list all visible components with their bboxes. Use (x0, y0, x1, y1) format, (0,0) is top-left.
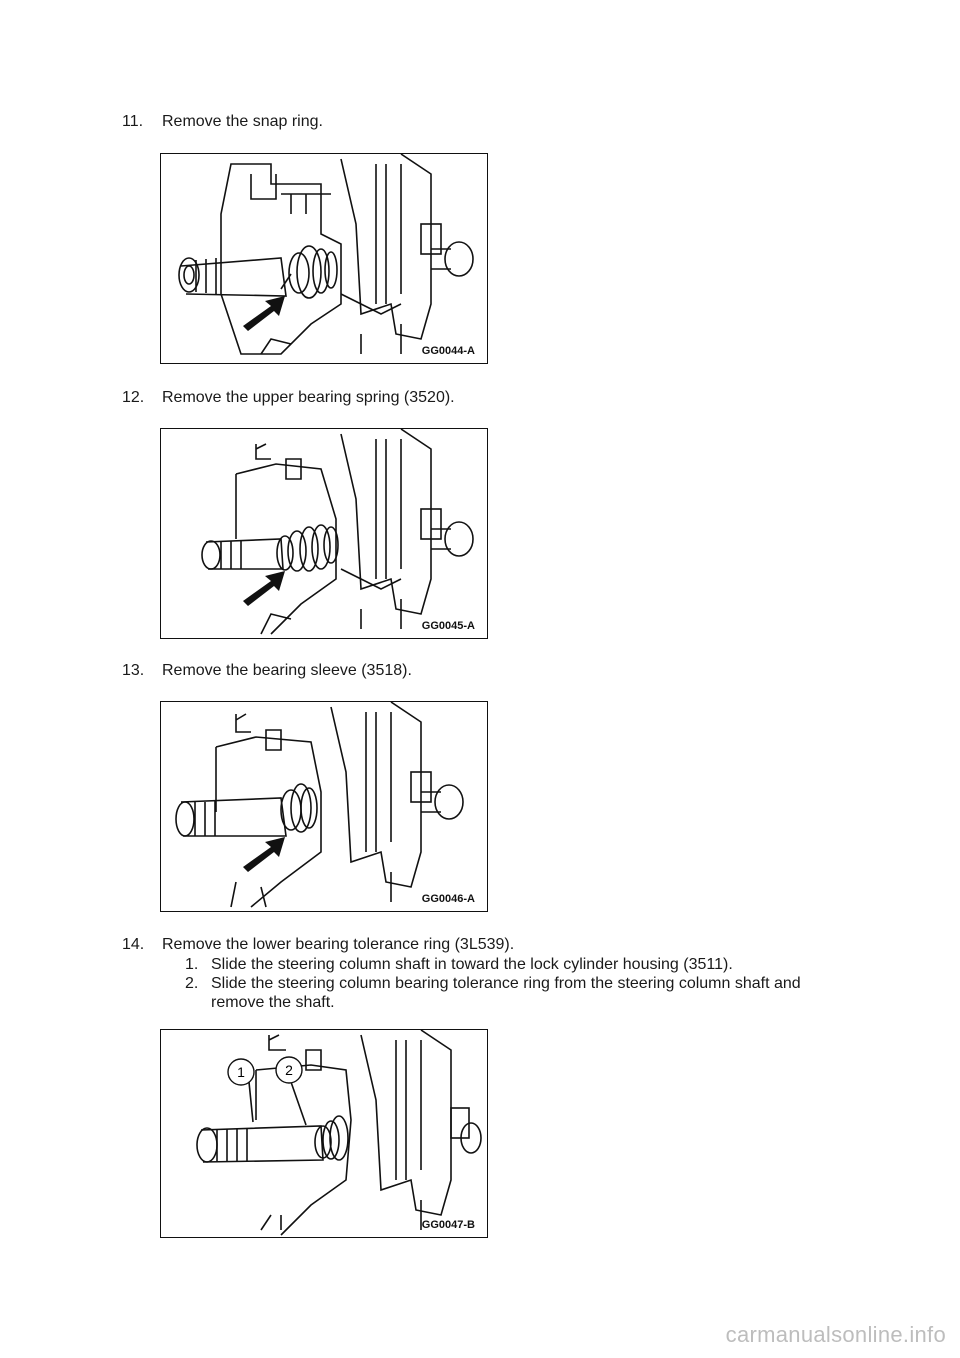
figure-upper-bearing-spring: GG0045-A (160, 428, 488, 639)
step-text: Remove the upper bearing spring (3520). (162, 389, 455, 406)
figure-snap-ring: GG0044-A (160, 153, 488, 364)
steering-column-illustration (201, 429, 474, 635)
step-text: Remove the bearing sleeve (3518). (162, 662, 412, 679)
substep-number: 2. (185, 975, 199, 992)
steering-column-illustration (178, 154, 474, 355)
steering-column-illustration (175, 702, 464, 908)
figure-label: GG0046-A (421, 893, 475, 905)
step-number: 14. (122, 936, 145, 953)
step-text: Remove the snap ring. (162, 113, 323, 130)
figure-label: GG0047-B (421, 1219, 475, 1231)
callout-1-label: 1 (237, 1064, 245, 1080)
figure-tolerance-ring: 1 2 GG0047-B (160, 1029, 488, 1238)
steering-column-illustration: 1 2 (196, 1030, 482, 1236)
step-number: 12. (122, 389, 145, 406)
figure-label: GG0044-A (421, 345, 475, 357)
watermark: carmanualsonline.info (725, 1322, 946, 1347)
step-number: 11. (122, 113, 144, 130)
callout-1: 1 (227, 1058, 255, 1086)
figure-label: GG0045-A (421, 620, 475, 632)
step-number: 13. (122, 662, 145, 679)
substep-text: Slide the steering column shaft in towar… (211, 956, 733, 973)
substep-number: 1. (185, 956, 199, 973)
callout-2-label: 2 (285, 1062, 293, 1078)
substep-text: Slide the steering column bearing tolera… (211, 975, 801, 1011)
figure-bearing-sleeve: GG0046-A (160, 701, 488, 912)
callout-2: 2 (275, 1056, 303, 1084)
step-text: Remove the lower bearing tolerance ring … (162, 936, 515, 953)
